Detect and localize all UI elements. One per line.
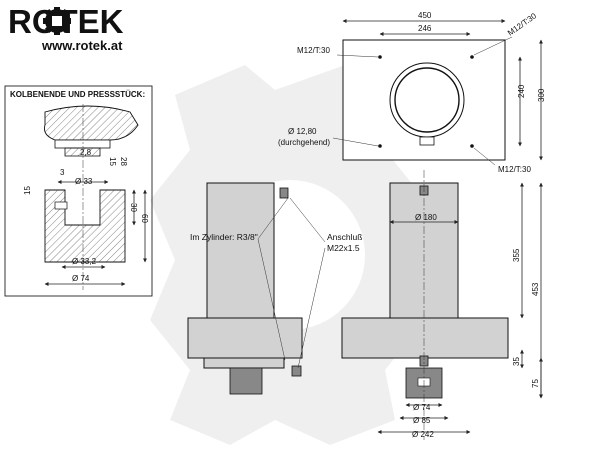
piston-end: [44, 189, 126, 263]
dim-15-side: 15: [23, 186, 32, 195]
dim-d242: Ø 242: [412, 430, 434, 439]
front-flange: [341, 317, 509, 359]
dim-3: 3: [60, 168, 65, 177]
website-text: www.rotek.at: [41, 38, 123, 53]
label-anschluss: Anschluß: [327, 232, 362, 242]
dim-28: 28: [119, 157, 128, 166]
dim-15-top: 15: [108, 157, 117, 166]
logo-gear-icon: [43, 7, 71, 35]
dim-60: 60: [140, 214, 149, 223]
side-cylinder: [206, 182, 275, 319]
dim-453: 453: [531, 282, 540, 296]
dim-d74-detail: Ø 74: [72, 274, 90, 283]
dim-d33: Ø 33: [75, 177, 93, 186]
side-piston: [229, 367, 263, 395]
front-view: Ø 180 355 453 35 75 Ø 74 Ø 85 Ø 242: [341, 170, 543, 440]
label-zylinder-port: Im Zylinder: R3/8": [190, 232, 258, 242]
callout-m12-bottom-right: M12/T:30: [498, 165, 531, 174]
dim-35: 35: [512, 357, 521, 366]
detail-panel: KOLBENENDE UND PRESSSTÜCK: 2,8 15 28 3 Ø…: [4, 85, 153, 297]
dim-d33-2: Ø 33,2: [72, 257, 97, 266]
callout-hole: Ø 12,80: [288, 127, 317, 136]
dim-30: 30: [129, 203, 138, 212]
dim-2-8: 2,8: [80, 148, 92, 157]
side-view: Im Zylinder: R3/8" Anschluß M22x1.5: [187, 182, 362, 395]
press-piece: [44, 105, 139, 141]
dim-300: 300: [537, 88, 546, 102]
dim-d74-front: Ø 74: [413, 403, 431, 412]
dim-355: 355: [512, 248, 521, 262]
detail-frame: [4, 85, 153, 297]
callout-m12-top-left: M12/T:30: [297, 46, 330, 55]
side-flange: [187, 317, 303, 359]
dim-d180: Ø 180: [415, 213, 437, 222]
callout-m12-top-right: M12/T:30: [506, 11, 539, 38]
dim-450: 450: [418, 11, 432, 20]
dim-d85: Ø 85: [413, 416, 431, 425]
dim-246: 246: [418, 24, 432, 33]
label-anschluss-thread: M22x1.5: [327, 243, 360, 253]
rotek-logo: ROTEK www.rotek.at: [8, 3, 124, 53]
top-view: 450 246 240 300 M12/T:30 M12/T:30 M12/T:…: [278, 11, 546, 174]
detail-title: KOLBENENDE UND PRESSSTÜCK:: [10, 90, 145, 99]
dim-75: 75: [531, 379, 540, 388]
callout-hole-sub: (durchgehend): [278, 138, 330, 147]
dim-240: 240: [517, 84, 526, 98]
